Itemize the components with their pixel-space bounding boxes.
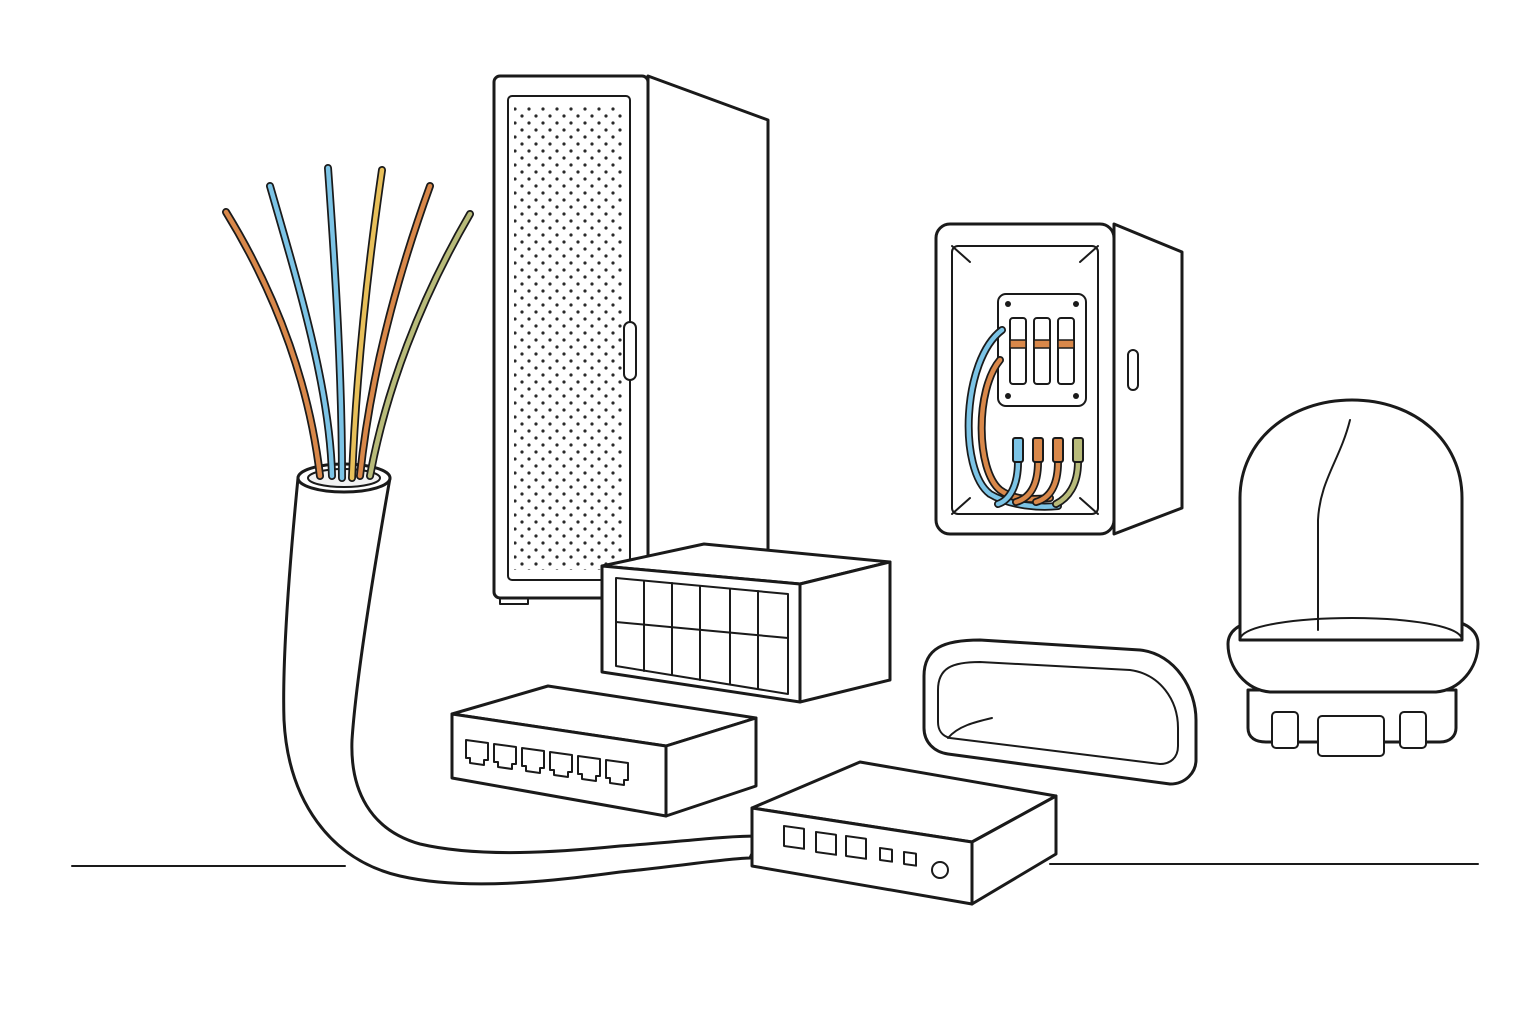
network-switch	[450, 684, 758, 818]
patch-panel-port-grid	[615, 577, 789, 695]
door-handle-icon	[623, 321, 637, 381]
cable-protector-sleeve	[922, 638, 1198, 786]
fiber-splice-closure-dome	[1226, 398, 1480, 757]
patch-panel	[600, 542, 892, 704]
ethernet-port-row	[465, 739, 629, 786]
server-rack-cabinet	[492, 74, 770, 605]
floor-line	[71, 863, 1479, 867]
media-converter	[750, 760, 1058, 906]
fiber-distribution-box	[934, 222, 1184, 536]
fiber-strands	[222, 164, 474, 482]
fiber-optic-cable	[222, 164, 762, 886]
perforated-door	[514, 106, 624, 570]
status-led-icon	[931, 861, 949, 879]
latch-icon	[1127, 349, 1139, 391]
